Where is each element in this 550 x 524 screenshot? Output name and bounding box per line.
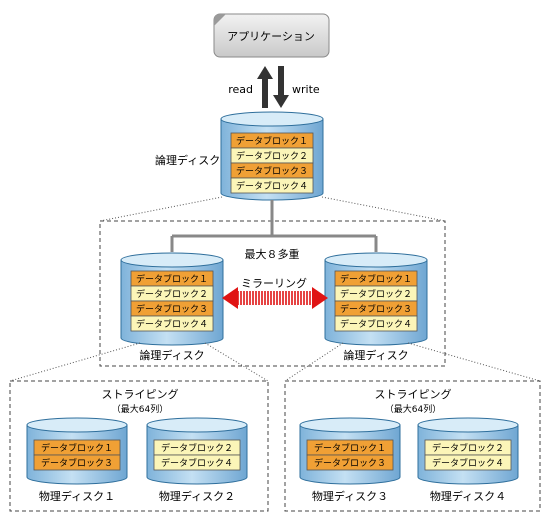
data-block-label: データブロック２ [236, 150, 308, 162]
striping-group-left-box [9, 380, 269, 512]
data-block-label: データブロック１ [136, 273, 208, 285]
striping-right-label: ストライピング [375, 387, 452, 401]
connector-line [284, 342, 344, 382]
top-logical-disk: データブロック１ データブロック２ データブロック３ データブロック４ [220, 111, 324, 201]
data-block-label: データブロック２ [136, 288, 208, 300]
connector-line [99, 196, 223, 222]
mirror-right-label: 論理ディスク [343, 348, 408, 362]
data-block [306, 454, 394, 471]
mirroring-arrow: ミラーリング [222, 276, 328, 309]
data-block [424, 454, 512, 471]
physical-disk-4: データブロック２ データブロック４ [417, 417, 519, 485]
striping-right-max: （最大64列） [385, 403, 441, 415]
data-block-label: データブロック４ [432, 457, 504, 469]
data-block-label: データブロック４ [236, 180, 308, 192]
data-block-label: データブロック４ [340, 318, 412, 330]
data-block-label: データブロック１ [314, 442, 386, 454]
physical-disk-2: データブロック２ データブロック４ [146, 417, 248, 485]
striping-group-right-box [284, 380, 541, 512]
data-block-label: データブロック２ [432, 442, 504, 454]
data-block [153, 454, 241, 471]
striping-left-max: （最大64列） [112, 403, 168, 415]
physical-disk-3: データブロック１ データブロック３ [299, 417, 401, 485]
mirror-logical-disk-right: データブロック１ データブロック２ データブロック３ データブロック４ [324, 252, 428, 346]
connector-line [321, 196, 446, 222]
mirror-left-label: 論理ディスク [139, 348, 204, 362]
physical-disk-2-label: 物理ディスク２ [159, 489, 235, 503]
mirroring-label: ミラーリング [241, 276, 307, 290]
connector-line [9, 342, 141, 382]
application-node: アプリケーション [213, 13, 330, 58]
data-block-label: データブロック１ [236, 135, 308, 147]
application-label: アプリケーション [227, 30, 315, 43]
data-block-label: データブロック３ [41, 457, 113, 469]
physical-disk-1: データブロック１ データブロック３ [26, 417, 128, 485]
connector-line [204, 342, 269, 382]
top-logical-disk-label: 論理ディスク [155, 153, 220, 167]
data-block-label: データブロック１ [340, 273, 412, 285]
connector-line [407, 342, 541, 382]
mirror-logical-disk-left: データブロック１ データブロック２ データブロック３ データブロック４ [120, 252, 224, 346]
mirror-tree-lines [170, 200, 378, 252]
physical-disk-3-label: 物理ディスク３ [312, 489, 388, 503]
mirror-max-label: 最大８多重 [245, 247, 300, 261]
data-block [33, 454, 121, 471]
data-block-label: データブロック２ [340, 288, 412, 300]
io-arrows: read write [228, 66, 320, 108]
read-label: read [228, 83, 253, 96]
data-block-label: データブロック１ [41, 442, 113, 454]
striping-left-label: ストライピング [102, 387, 179, 401]
data-block-label: データブロック２ [161, 442, 233, 454]
data-block [130, 315, 214, 332]
data-block-label: データブロック３ [136, 303, 208, 315]
data-block [334, 315, 418, 332]
physical-disk-4-label: 物理ディスク４ [430, 489, 506, 503]
data-block-label: データブロック４ [161, 457, 233, 469]
data-block-label: データブロック３ [340, 303, 412, 315]
physical-disk-1-label: 物理ディスク１ [39, 489, 115, 503]
data-block-label: データブロック３ [236, 165, 308, 177]
write-label: write [292, 83, 320, 96]
data-block-label: データブロック４ [136, 318, 208, 330]
data-block-label: データブロック３ [314, 457, 386, 469]
data-block [230, 177, 314, 194]
